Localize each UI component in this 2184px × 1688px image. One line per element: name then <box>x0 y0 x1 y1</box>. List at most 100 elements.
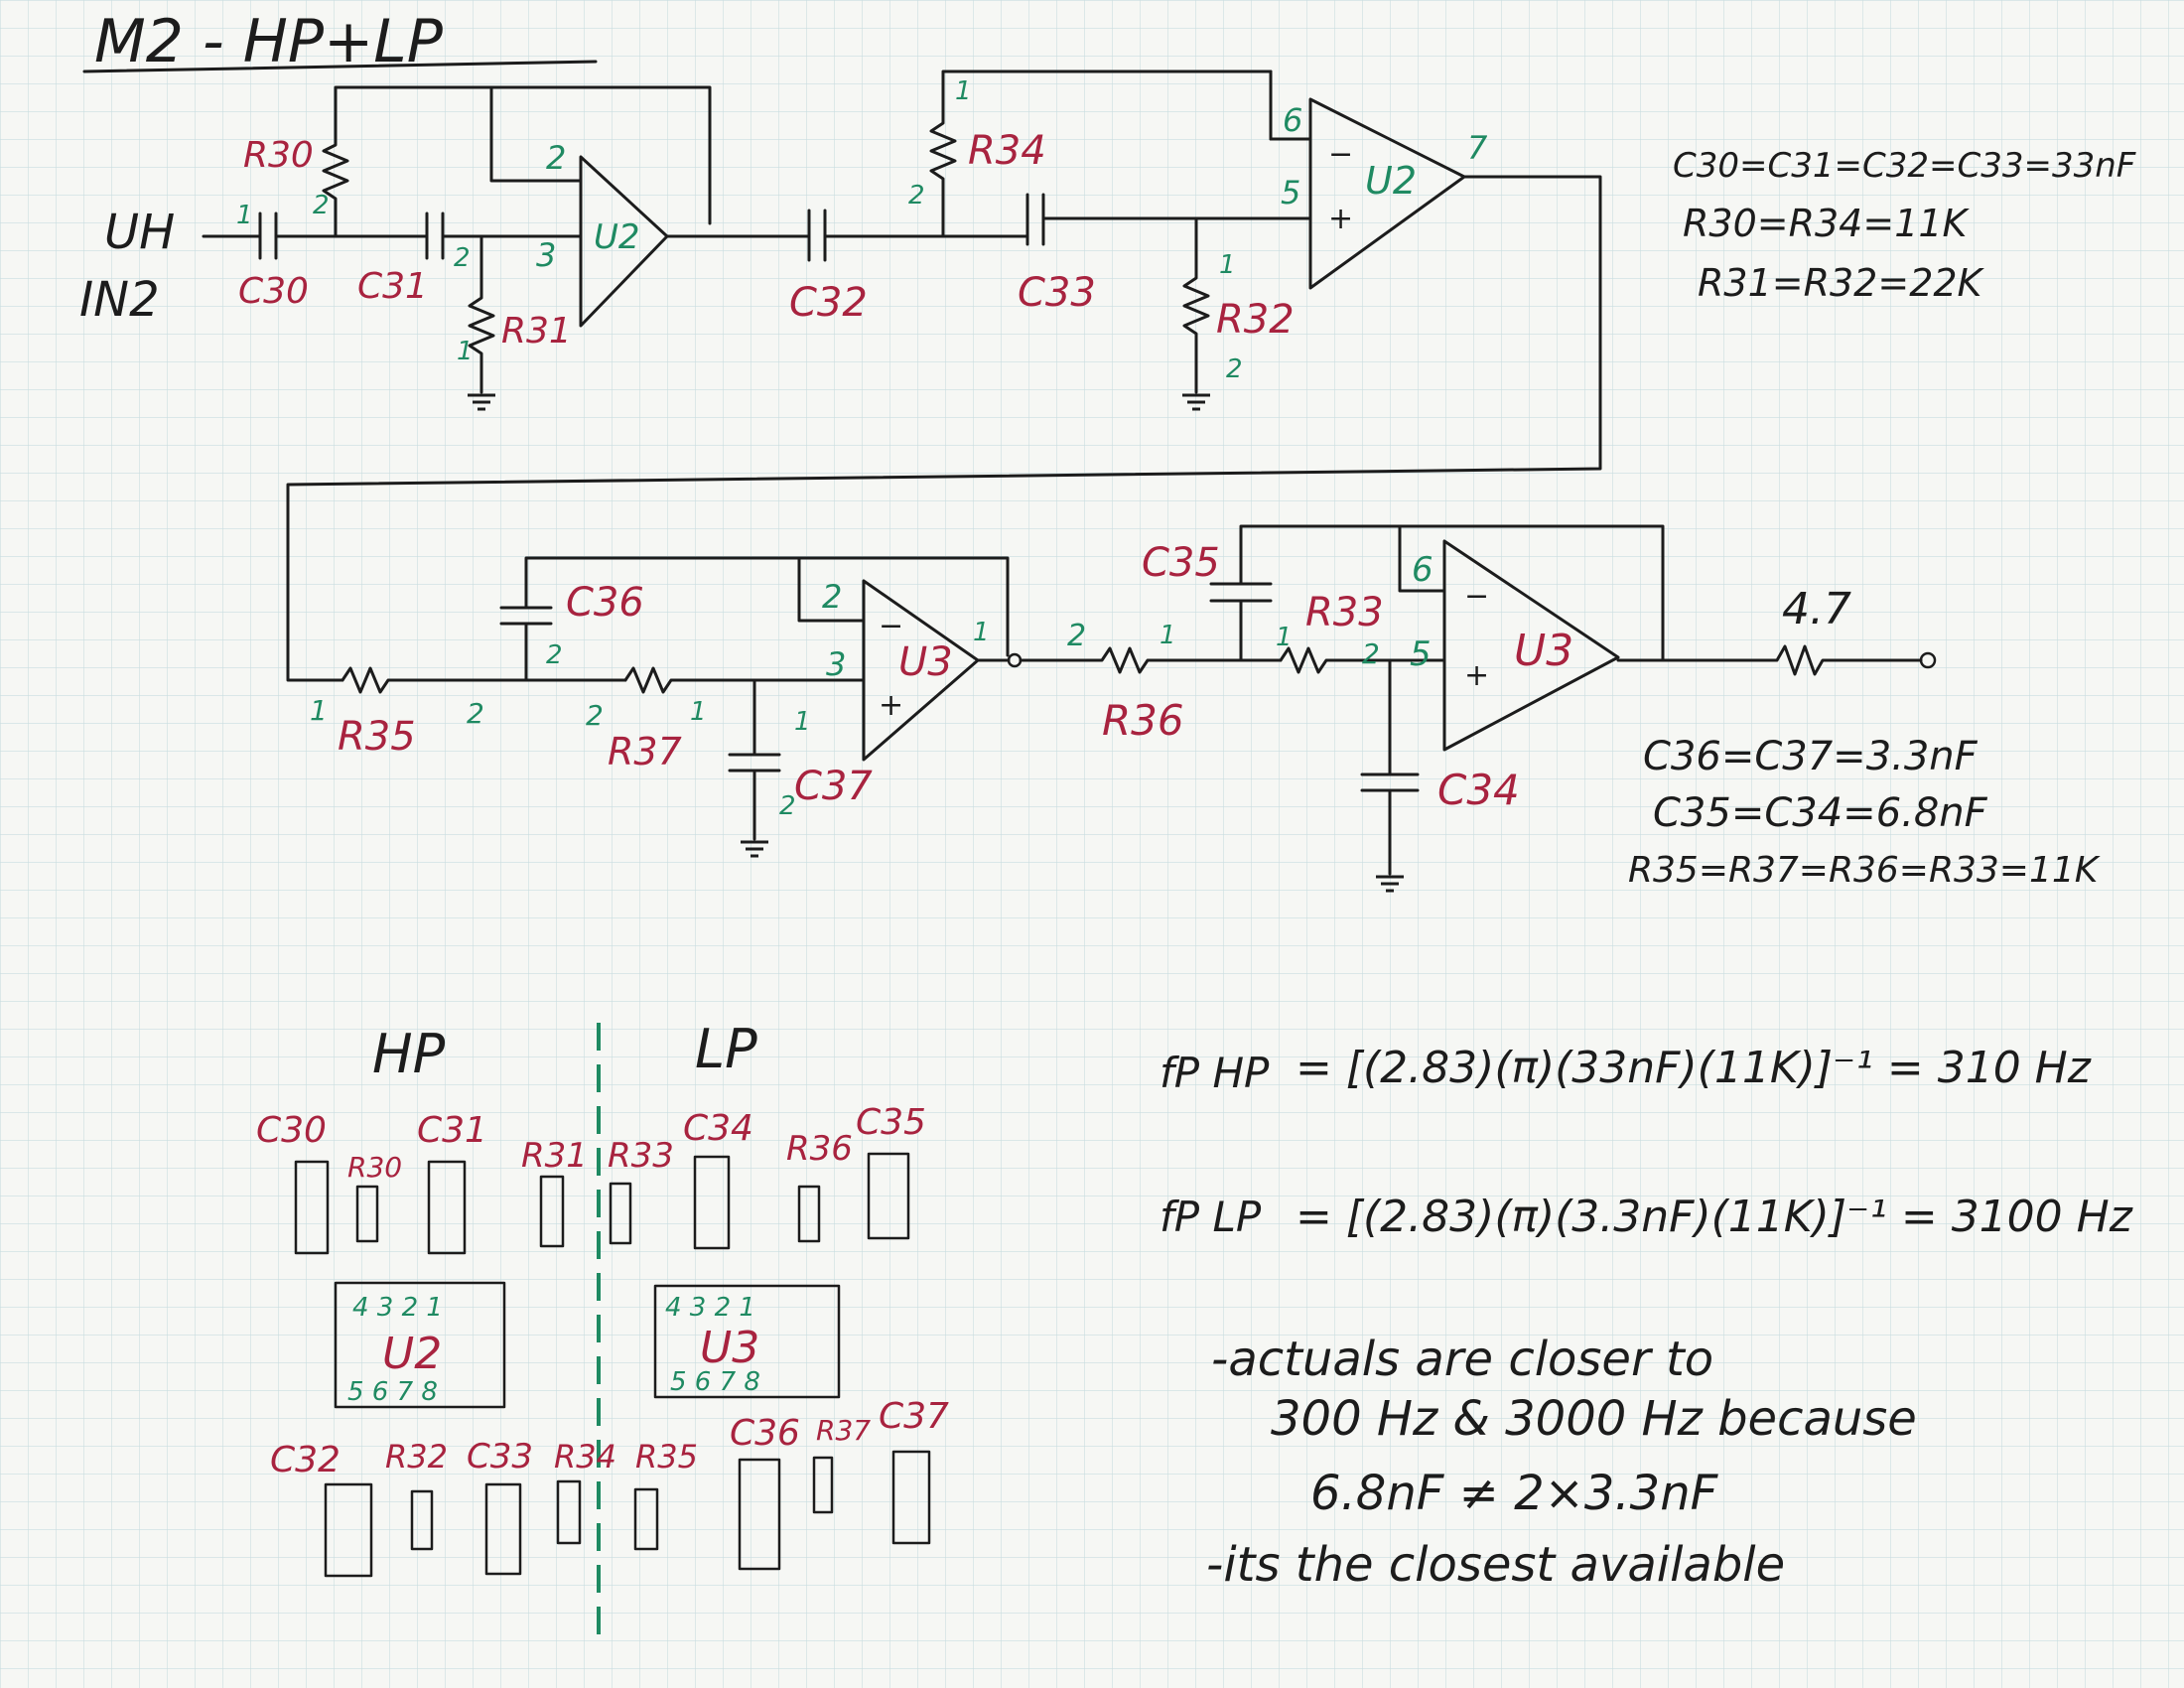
pin-label: 2 <box>546 139 566 177</box>
pin-label: 1 <box>1276 623 1293 652</box>
input-label-uh: UH <box>104 205 175 260</box>
title-underline <box>82 60 598 73</box>
footprint-c33 <box>484 1482 522 1576</box>
opamp-u2-second <box>1308 97 1466 290</box>
pin-label: 2 <box>1226 354 1243 384</box>
pin-plus: + <box>879 688 903 723</box>
footprint-r34 <box>556 1479 582 1545</box>
label-c35: C35 <box>1142 540 1220 586</box>
layout-label-c30: C30 <box>256 1110 327 1151</box>
layout-label-hp: HP <box>372 1023 446 1085</box>
capacitor-c34-symbol <box>1360 658 1420 876</box>
output-resistor-label: 4.7 <box>1782 584 1851 634</box>
pin-label: 2 <box>1362 637 1380 670</box>
footprint-r37 <box>812 1456 834 1514</box>
footprint-c31 <box>427 1160 467 1255</box>
pin-label: 1 <box>794 707 811 737</box>
layout-label-r34: R34 <box>554 1438 616 1476</box>
pin-label: 2 <box>313 191 330 220</box>
pin-label: 6 <box>1412 550 1433 590</box>
input-label-in2: IN2 <box>79 272 160 328</box>
opamp-u3-first <box>862 579 980 762</box>
capacitor-c37-symbol <box>728 678 781 841</box>
remark-line-2: 300 Hz & 3000 Hz because <box>1271 1391 1917 1447</box>
layout-label-c31: C31 <box>417 1110 487 1151</box>
footprint-r33 <box>609 1182 632 1245</box>
pin-label: 2 <box>546 640 563 670</box>
label-r32: R32 <box>1216 297 1295 343</box>
pin-label: 1 <box>1160 621 1176 650</box>
layout-label-r37: R37 <box>816 1414 871 1447</box>
label-r33: R33 <box>1305 590 1384 635</box>
opamp-label-u2-first: U2 <box>594 217 640 257</box>
ic-u2-top-pins: 4 3 2 1 <box>352 1293 443 1323</box>
footprint-c30 <box>294 1160 330 1255</box>
label-r30: R30 <box>243 135 314 176</box>
resistor-r30-symbol <box>322 85 712 238</box>
footprint-r35 <box>633 1487 659 1551</box>
resistor-r31-symbol <box>468 234 495 394</box>
resistor-r32-symbol <box>1182 216 1210 394</box>
footprint-c32 <box>324 1482 373 1578</box>
pin-minus: − <box>879 609 903 643</box>
pin-label: 1 <box>973 618 990 647</box>
pin-label: 3 <box>826 645 846 683</box>
layout-label-lp: LP <box>695 1018 757 1080</box>
footprint-c37 <box>891 1450 931 1545</box>
output-terminal <box>1919 651 1937 669</box>
ic-u3-top-pins: 4 3 2 1 <box>665 1293 755 1323</box>
opamp-u3-second <box>1442 539 1620 752</box>
pin-label: 2 <box>454 243 471 273</box>
capacitor-c36-symbol <box>499 556 1010 682</box>
opamp-label-u2-second: U2 <box>1365 159 1417 203</box>
layout-label-r32: R32 <box>385 1438 448 1476</box>
footprint-r32 <box>410 1489 434 1551</box>
label-r37: R37 <box>608 730 682 774</box>
resistor-r37-symbol <box>623 666 866 694</box>
board-layout: HP LP C30 R30 C31 R31 R33 C34 R36 C35 4 … <box>256 1018 949 1638</box>
pin-plus: + <box>1464 658 1489 693</box>
pin-label: 6 <box>1283 101 1302 139</box>
opamp-u2-first <box>579 155 669 328</box>
label-r34: R34 <box>968 128 1046 174</box>
pin-label: 1 <box>310 694 328 727</box>
wire-u3a-feedback <box>797 556 866 623</box>
label-c34: C34 <box>1437 766 1520 814</box>
pin-minus: − <box>1328 137 1353 172</box>
formula-lp-label: fP LP <box>1160 1193 1262 1241</box>
ic-footprint-u3 <box>653 1284 841 1399</box>
lp-note-c35-c34: C35=C34=6.8nF <box>1653 790 1988 836</box>
wire-u2a-feedback <box>489 85 583 183</box>
lp-note-c36-c37: C36=C37=3.3nF <box>1643 734 1979 779</box>
remark-line-4: -its the closest available <box>1206 1537 1785 1593</box>
pin-minus: − <box>1464 579 1489 614</box>
label-r31: R31 <box>501 311 572 352</box>
pin-label: 5 <box>1281 174 1300 211</box>
footprint-c35 <box>867 1152 910 1240</box>
footprint-r30 <box>355 1185 379 1243</box>
label-r36: R36 <box>1102 696 1184 745</box>
pin-label: 2 <box>822 578 842 616</box>
label-c30: C30 <box>238 271 309 312</box>
remark-line-1: -actuals are closer to <box>1211 1332 1713 1387</box>
layout-label-r31: R31 <box>521 1136 588 1176</box>
layout-label-c35: C35 <box>856 1102 926 1143</box>
label-c32: C32 <box>789 280 868 326</box>
footprint-c34 <box>693 1155 731 1250</box>
label-r35: R35 <box>338 714 416 760</box>
pin-label: 1 <box>1219 250 1236 280</box>
opamp-label-u3-first: U3 <box>898 639 953 685</box>
label-c37: C37 <box>794 764 873 809</box>
label-c36: C36 <box>566 580 644 626</box>
pin-label: 1 <box>457 337 474 366</box>
hp-note-caps: C30=C31=C32=C33=33nF <box>1673 146 2136 186</box>
wire-u3b-feedback <box>1398 524 1446 593</box>
label-c31: C31 <box>357 266 428 307</box>
layout-label-r30: R30 <box>347 1151 402 1184</box>
pin-label: 2 <box>908 181 925 211</box>
hp-note-r30-r34: R30=R34=11K <box>1683 202 1971 245</box>
label-c33: C33 <box>1018 270 1096 316</box>
resistor-r33-symbol <box>1279 646 1446 674</box>
layout-label-c36: C36 <box>730 1413 800 1454</box>
